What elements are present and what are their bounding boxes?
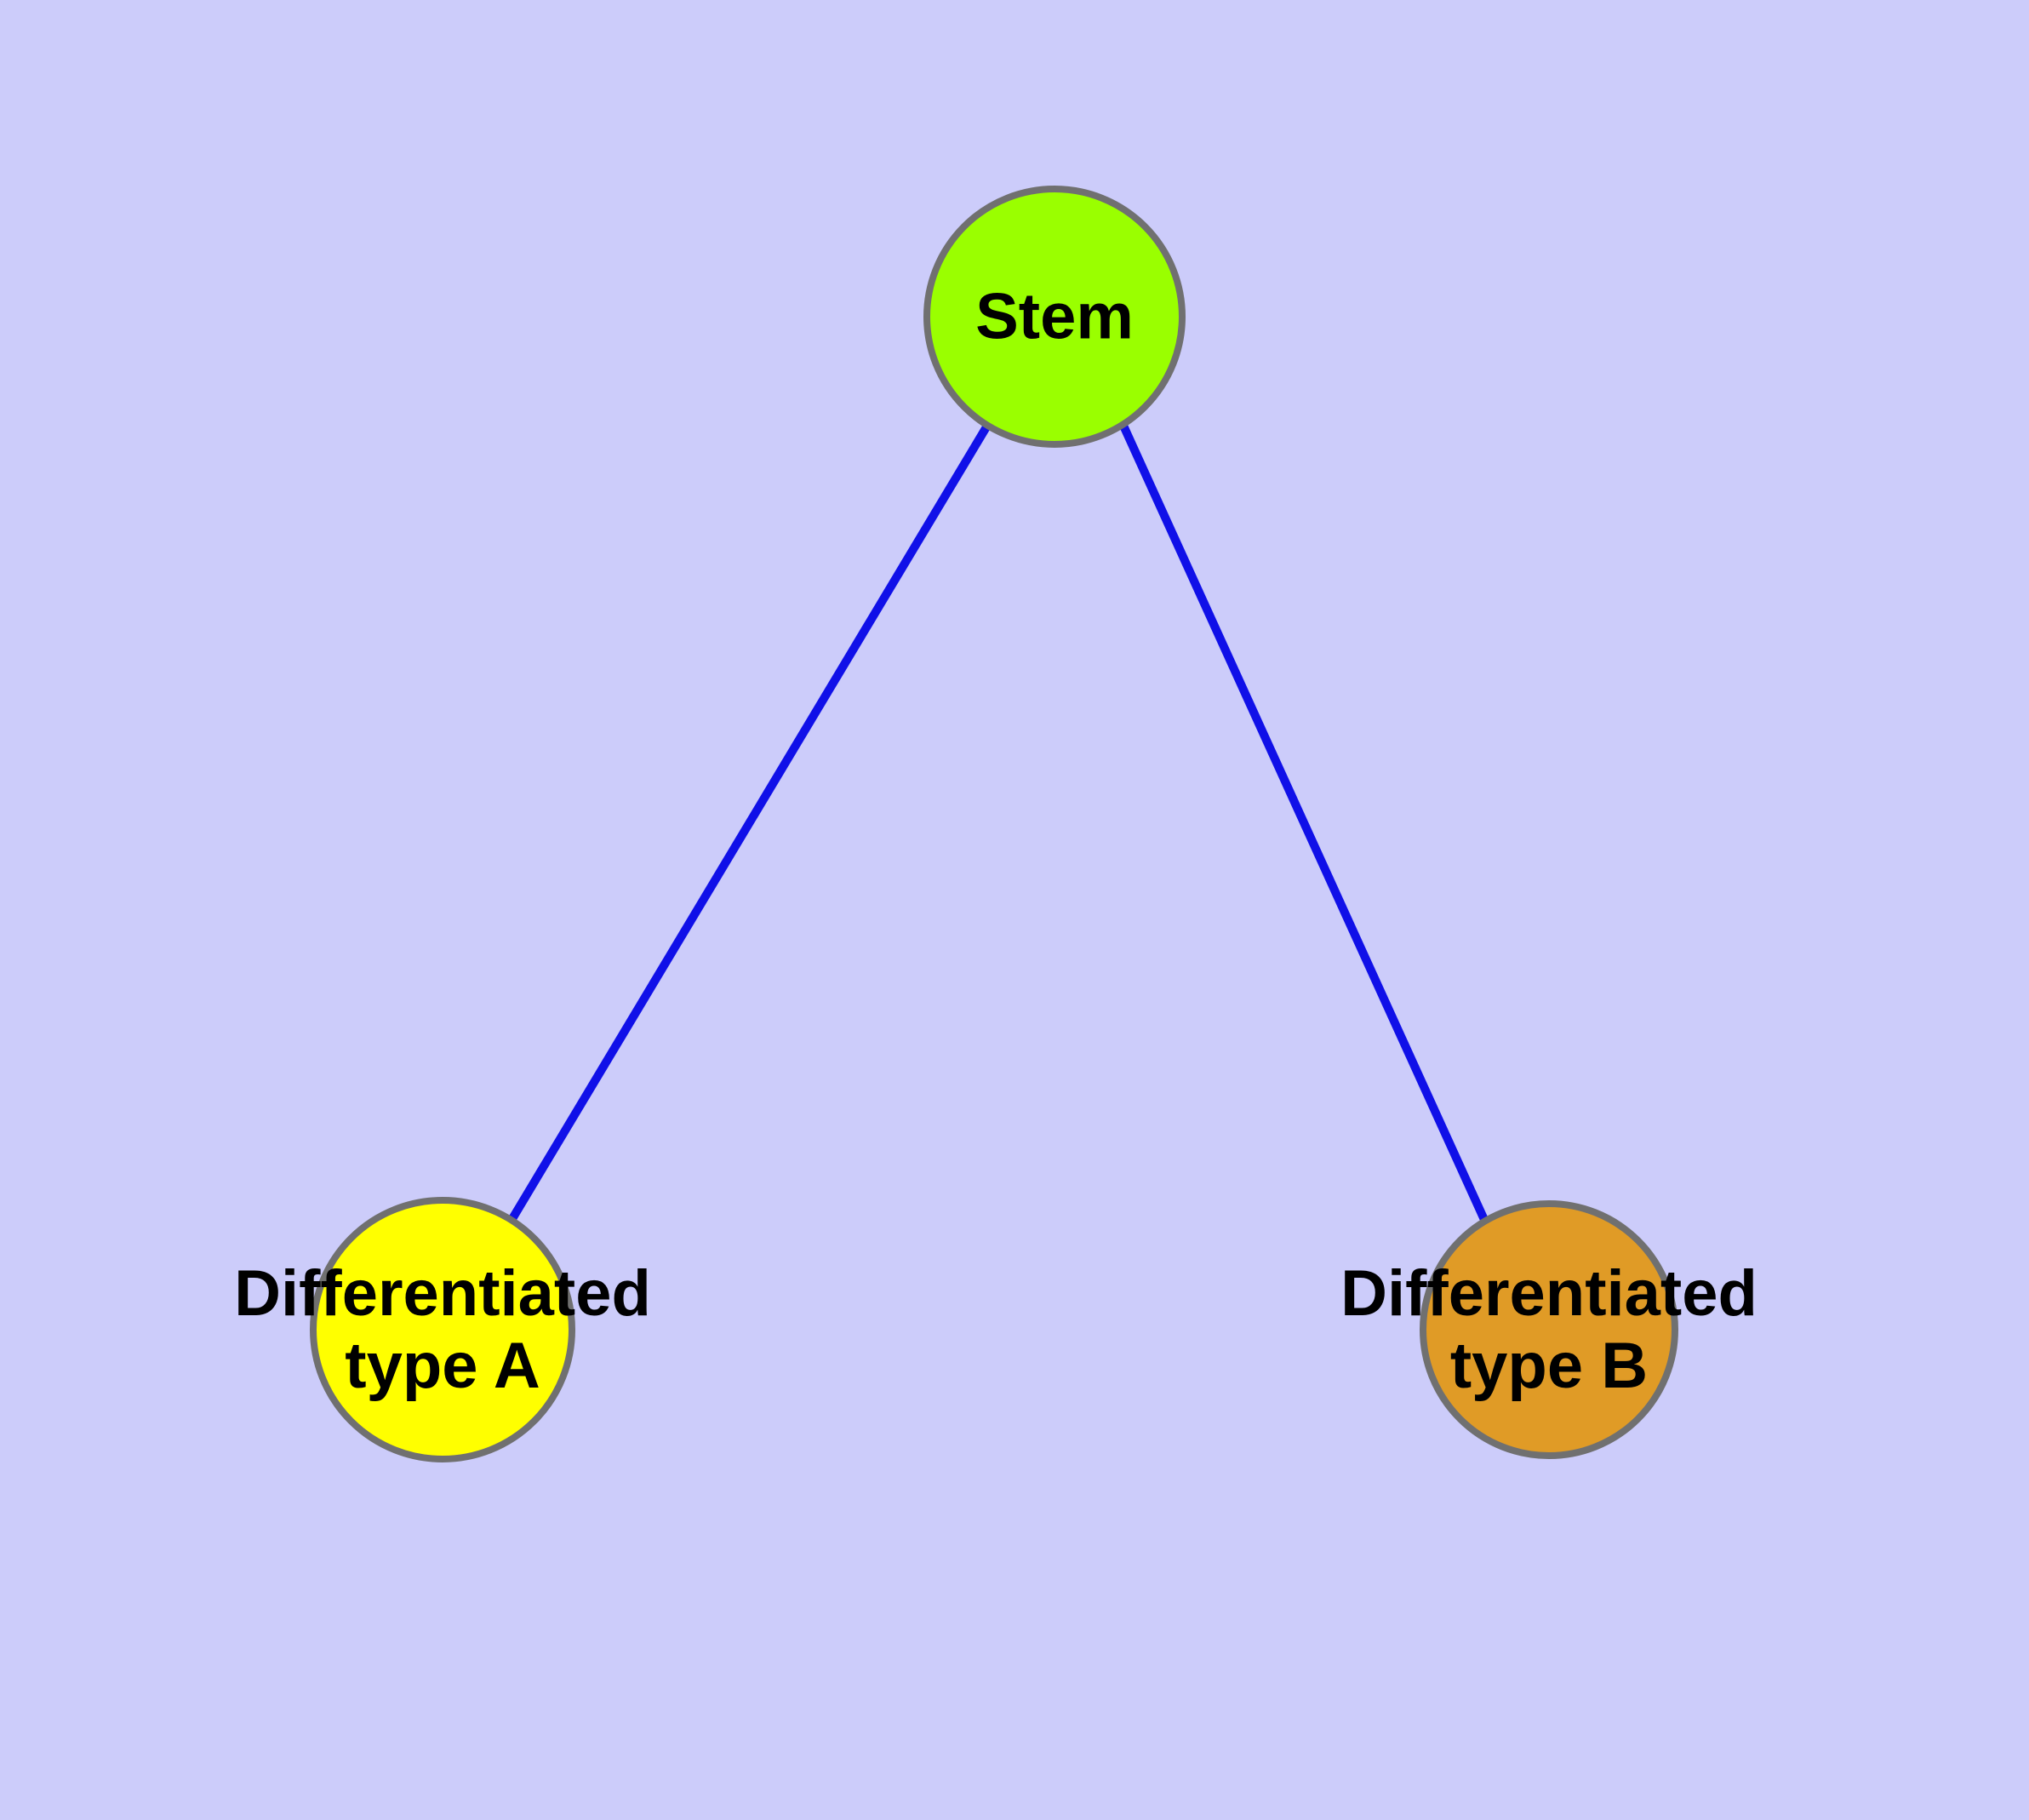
node-layer [310,186,1678,1462]
edge-layer [506,423,1489,1224]
node-differentiated-type-b[interactable] [1420,1200,1678,1459]
edge-stem-to-differentiated-type-a[interactable] [506,423,992,1224]
node-differentiated-type-a[interactable] [310,1197,575,1462]
node-stem[interactable] [923,186,1186,448]
edge-stem-to-differentiated-type-b[interactable] [1119,423,1489,1224]
